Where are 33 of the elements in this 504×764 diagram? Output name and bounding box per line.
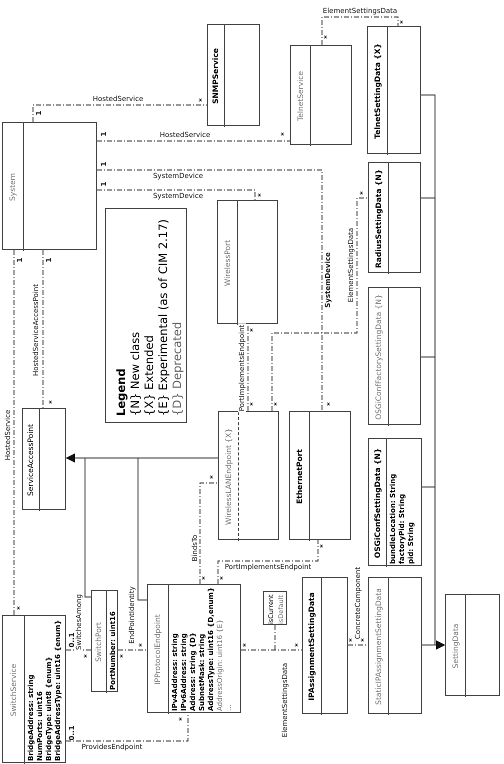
- class-box: [217, 200, 278, 324]
- legend-entry: {D} Deprecated: [170, 320, 184, 416]
- association-line: [274, 624, 276, 650]
- legend-entry: {N} New class: [128, 330, 142, 416]
- qualifier-box: [263, 591, 287, 625]
- class-box: [2, 122, 97, 250]
- association-line: [66, 712, 188, 742]
- class-box: [368, 577, 422, 714]
- class-box: [368, 162, 421, 273]
- class-box: [2, 615, 66, 763]
- class-box: [368, 287, 421, 425]
- class-box: [207, 24, 260, 126]
- legend-title: Legend: [114, 367, 128, 416]
- association-line: [348, 644, 368, 646]
- class-box: [218, 411, 279, 540]
- association-line: [272, 198, 368, 412]
- class-box: [147, 584, 241, 713]
- class-box: [368, 438, 422, 566]
- inheritance-arrow: [422, 640, 446, 650]
- class-box: [22, 408, 66, 510]
- class-box: [367, 26, 421, 154]
- association-line: [200, 482, 218, 584]
- class-box: [302, 577, 348, 714]
- inheritance-arrow: [66, 454, 218, 462]
- class-box: [445, 594, 500, 696]
- legend-entry: {X} Extended: [142, 334, 156, 416]
- association-line: [218, 540, 318, 584]
- class-box: [290, 45, 352, 145]
- legend-box: [105, 208, 187, 423]
- class-box: [289, 411, 351, 540]
- legend-entry: {E} Experimental (as of CIM 2.17): [156, 218, 170, 416]
- association-line: [322, 16, 398, 46]
- class-box: [91, 590, 118, 692]
